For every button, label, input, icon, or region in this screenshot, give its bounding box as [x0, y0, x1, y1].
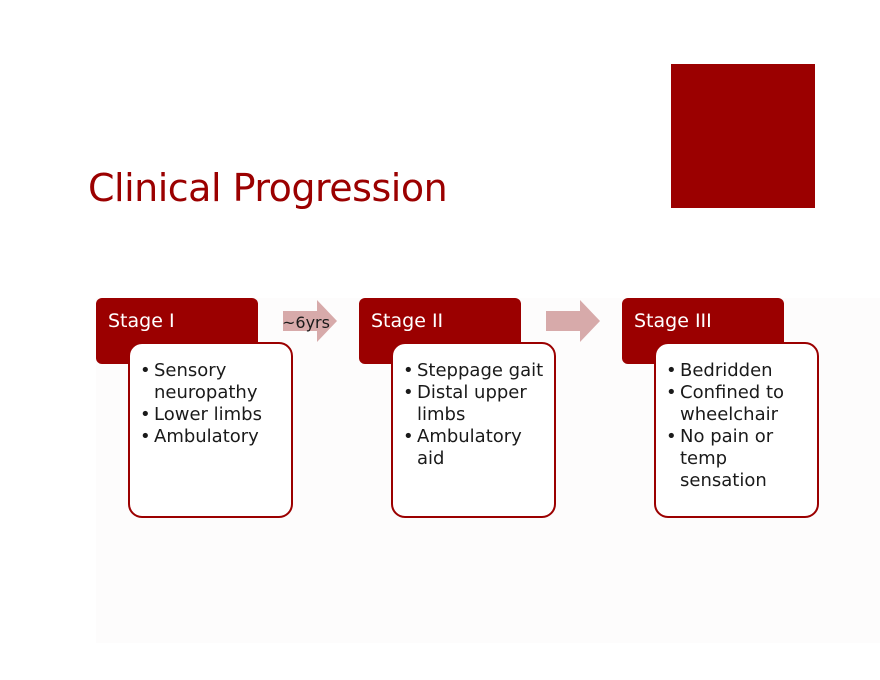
arrow-duration-label: ~6yrs [282, 313, 330, 332]
bullet: Lower limbs [140, 404, 283, 426]
stage-3: Stage III Bedridden Confined to wheelcha… [622, 298, 852, 523]
bullet: Sensory neuropathy [140, 360, 283, 404]
bullet: Confined to wheelchair [666, 382, 809, 426]
arrow-right-icon [283, 300, 337, 342]
stage-3-bullets: Bedridden Confined to wheelchair No pain… [666, 360, 809, 492]
slide-title: Clinical Progression [88, 166, 448, 210]
stage-2-body: Steppage gait Distal upper limbs Ambulat… [391, 342, 556, 518]
stage-2: Stage II Steppage gait Distal upper limb… [359, 298, 589, 523]
bullet: Ambulatory aid [403, 426, 546, 470]
bullet: Distal upper limbs [403, 382, 546, 426]
bullet: Bedridden [666, 360, 809, 382]
bullet: No pain or temp sensation [666, 426, 809, 492]
stage-1-bullets: Sensory neuropathy Lower limbs Ambulator… [140, 360, 283, 448]
arrow-right-icon [546, 300, 600, 342]
stage-1-body: Sensory neuropathy Lower limbs Ambulator… [128, 342, 293, 518]
stage-1: Stage I Sensory neuropathy Lower limbs A… [96, 298, 326, 523]
accent-square [671, 64, 815, 208]
stage-2-bullets: Steppage gait Distal upper limbs Ambulat… [403, 360, 546, 470]
stage-3-body: Bedridden Confined to wheelchair No pain… [654, 342, 819, 518]
bullet: Ambulatory [140, 426, 283, 448]
bullet: Steppage gait [403, 360, 546, 382]
